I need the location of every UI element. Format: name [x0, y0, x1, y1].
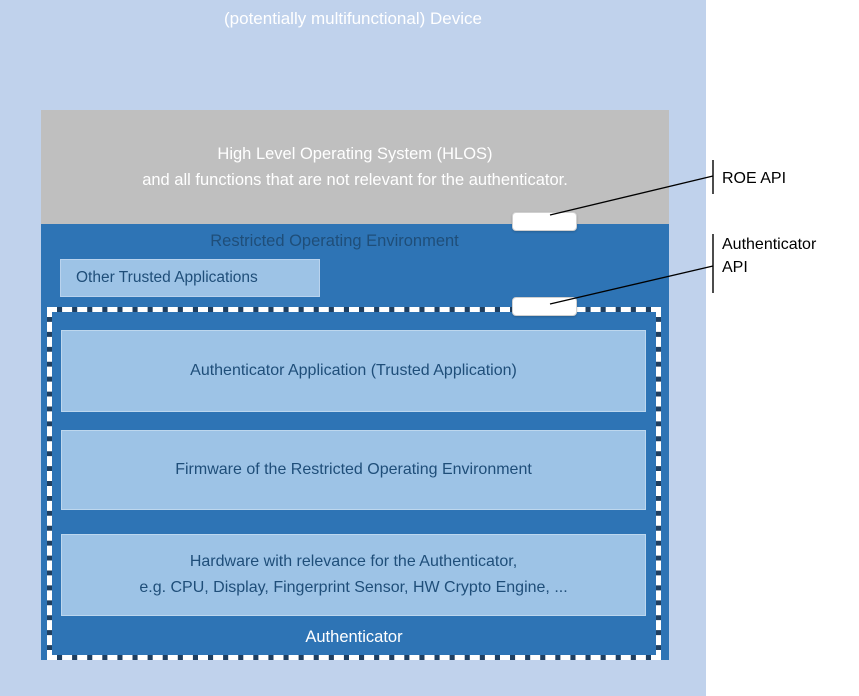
- authenticator-api-callout-label: Authenticator API: [722, 236, 817, 276]
- roe-api-callout-label: ROE API: [722, 170, 787, 187]
- firmware-box: Firmware of the Restricted Operating Env…: [61, 430, 646, 510]
- hardware-box: Hardware with relevance for the Authenti…: [61, 534, 646, 616]
- hlos-label: High Level Operating System (HLOS) and a…: [142, 145, 568, 189]
- hlos-block: High Level Operating System (HLOS) and a…: [41, 110, 669, 224]
- roe-api-pill-icon: [512, 212, 577, 231]
- authenticator-application-box: Authenticator Application (Trusted Appli…: [61, 330, 646, 412]
- device-title: (potentially multifunctional) Device: [224, 9, 482, 28]
- authenticator-api-pill-icon: [512, 297, 577, 316]
- roe-title: Restricted Operating Environment: [210, 232, 459, 250]
- authenticator-boundary-label: Authenticator: [305, 628, 403, 646]
- firmware-label: Firmware of the Restricted Operating Env…: [175, 461, 532, 478]
- other-trusted-applications-label: Other Trusted Applications: [76, 269, 258, 286]
- other-trusted-applications-box: Other Trusted Applications: [60, 259, 320, 297]
- authenticator-application-label: Authenticator Application (Trusted Appli…: [190, 362, 517, 379]
- hardware-label: Hardware with relevance for the Authenti…: [139, 553, 568, 596]
